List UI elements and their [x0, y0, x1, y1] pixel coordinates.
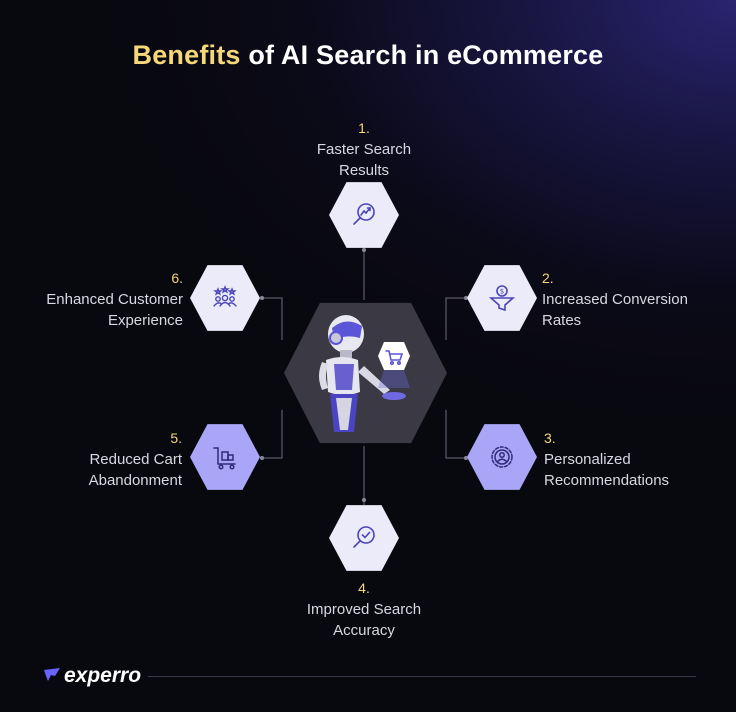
- hex-cart: [190, 424, 260, 490]
- rocket-icon: [44, 668, 60, 681]
- connector-right-bottom: [445, 410, 466, 459]
- experro-logo: experro: [42, 664, 141, 688]
- dollar-funnel-icon: $: [488, 285, 516, 312]
- title-highlight: Benefits: [132, 40, 241, 70]
- robot-with-cart-icon: [319, 315, 410, 432]
- customers-stars-icon: [213, 285, 237, 307]
- logo-text: experro: [64, 664, 142, 687]
- page-title: Benefits of AI Search in eCommerce: [0, 40, 736, 71]
- svg-text:$: $: [500, 288, 504, 296]
- title-rest: of AI Search in eCommerce: [248, 40, 604, 70]
- search-trend-icon: [353, 203, 375, 225]
- cart-icon: [213, 447, 236, 470]
- connector-right-top: [445, 297, 466, 340]
- user-gear-icon: [491, 446, 513, 468]
- footer-divider: [148, 676, 696, 677]
- connector-left-top: [262, 297, 283, 340]
- connector-left-bottom: [262, 410, 283, 459]
- hex-experience: [190, 265, 260, 331]
- search-check-icon: [353, 526, 375, 548]
